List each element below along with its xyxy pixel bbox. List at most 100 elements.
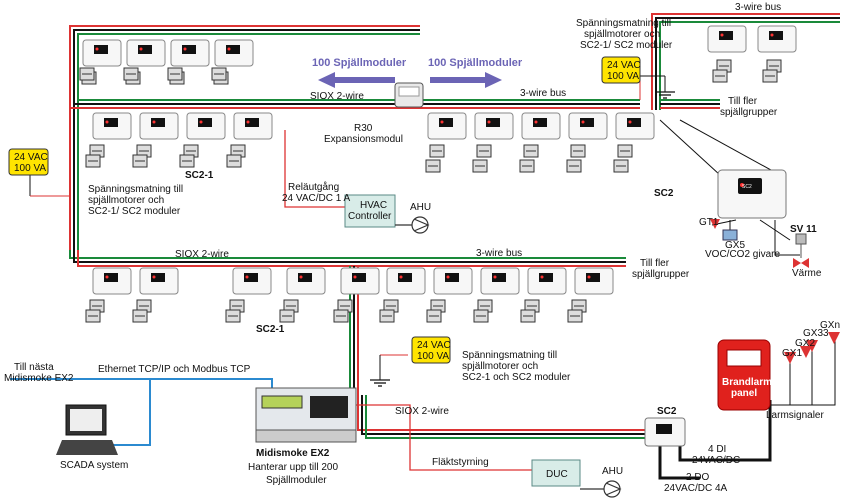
label-flakt: Fläktstyrning: [432, 457, 489, 468]
damper-icon: [132, 154, 148, 168]
damper-icon: [473, 309, 489, 323]
label-supply-left-1: Spänningsmatning till: [88, 184, 183, 195]
duc-box: [531, 459, 581, 487]
psu-lower: [411, 336, 451, 364]
label-more-groups-2a: Till fler: [640, 258, 670, 269]
label-duc: DUC: [546, 469, 568, 480]
sc2-low-module: [644, 417, 686, 447]
label-modules-right: 100 Spjällmoduler: [428, 57, 523, 69]
arrow-right-icon: [430, 72, 502, 88]
label-ethernet: Ethernet TCP/IP och Modbus TCP: [98, 364, 251, 375]
sc2-modules: [82, 25, 797, 295]
bus-low: [357, 395, 645, 431]
damper-icon: [762, 69, 778, 83]
gt1-sensor-icon: [710, 219, 720, 229]
psu-lower-label: 24 VAC: [417, 340, 451, 351]
hvac-controller-box: [344, 194, 396, 228]
label-3wire-mid: 3-wire bus: [520, 88, 566, 99]
midismoke-ex2-device: [255, 387, 357, 443]
damper-icon: [425, 159, 441, 173]
label-r30: R30: [354, 123, 373, 134]
sc2-module: [568, 112, 608, 140]
sc2-module: [433, 267, 473, 295]
sc2-module: [427, 112, 467, 140]
label-more-groups-1b: spjällgrupper: [720, 107, 778, 118]
sc2-module: [340, 267, 380, 295]
bus-top-right: [651, 13, 840, 110]
damper-icon: [89, 144, 105, 158]
psu-left: [8, 148, 49, 176]
label-gx1: GX1: [782, 348, 802, 359]
damper-icons: [79, 59, 782, 323]
alarm-detector-icons: [784, 332, 840, 364]
label-supply-low-3: SC2-1 och SC2 moduler: [462, 372, 571, 383]
sc2-module: [170, 39, 210, 67]
label-brand-2: panel: [731, 388, 757, 399]
sc2-module: [92, 112, 132, 140]
damper-icon: [85, 309, 101, 323]
sv11-valve-icon: [793, 233, 809, 268]
label-do-2: 24VAC/DC 4A: [664, 483, 728, 494]
direction-arrows: [318, 72, 502, 88]
damper-icon: [279, 309, 295, 323]
label-supply-left-2: spjällmotorer och: [88, 195, 164, 206]
sc2-module: [615, 112, 655, 140]
signal-lines: [284, 130, 532, 471]
damper-icon: [566, 159, 582, 173]
label-hvac-1: HVAC: [360, 200, 387, 211]
label-ex2-3: Spjällmoduler: [266, 475, 327, 486]
label-siox-mid: SIOX 2-wire: [175, 249, 229, 260]
label-supply-top-right-2: spjällmotorer och: [584, 29, 660, 40]
damper-icon: [430, 299, 446, 313]
label-supply-low-2: spjällmotorer och: [462, 361, 538, 372]
sc2-module: [707, 25, 747, 53]
label-more-groups-1a: Till fler: [728, 96, 758, 107]
label-hvac-2: Controller: [348, 211, 392, 222]
sc2-module: [527, 267, 567, 295]
sc2-module: [92, 267, 132, 295]
sc2-module: [139, 267, 179, 295]
damper-icon: [519, 159, 535, 173]
sensor-icons: [710, 219, 809, 268]
damper-icon: [211, 67, 227, 81]
label-varme: Värme: [792, 268, 822, 279]
label-siox-low: SIOX 2-wire: [395, 406, 449, 417]
label-gx5: GX5: [725, 240, 745, 251]
sc2-module: [232, 267, 272, 295]
labels: 3-wire bus Spänningsmatning till spjällm…: [4, 2, 840, 494]
sc2-module: [480, 267, 520, 295]
sc2-module: [286, 267, 326, 295]
label-sc2-low: SC2: [657, 406, 677, 417]
fire-alarm-panel: [717, 339, 771, 411]
damper-icon: [472, 159, 488, 173]
psu-top-right-va: 100 VA: [607, 71, 639, 82]
sc2-module: [126, 39, 166, 67]
label-supply-top-right-3: SC2-1/ SC2 moduler: [580, 40, 673, 51]
damper-icon: [429, 144, 445, 158]
sc2-module: [214, 39, 254, 67]
damper-icon: [613, 159, 629, 173]
label-expansion: Expansionsmodul: [324, 134, 403, 145]
sc2-module: [386, 267, 426, 295]
ground-icon: [370, 91, 675, 387]
label-ex2-2: Hanterar upp till 200: [248, 462, 338, 473]
damper-icon: [225, 309, 241, 323]
label-3wire-top: 3-wire bus: [735, 2, 781, 13]
sc2-module: [82, 39, 122, 67]
psu-left-va: 100 VA: [14, 163, 46, 174]
bus-middle: [69, 250, 626, 259]
label-next-1: Till nästa: [14, 362, 54, 373]
scada-computer-icon: [56, 404, 118, 455]
psu-lower-va: 100 VA: [417, 351, 449, 362]
label-gx33: GX33: [803, 328, 829, 339]
damper-icon: [379, 309, 395, 323]
sc2-module: [186, 112, 226, 140]
damper-icon: [132, 309, 148, 323]
arrow-left-icon: [318, 72, 395, 88]
sc2-module: [757, 25, 797, 53]
psu-top-right: [601, 56, 641, 84]
label-gt1: GT1: [699, 217, 719, 228]
label-sc2-1-top: SC2-1: [185, 170, 214, 181]
sc2-module: [574, 267, 614, 295]
